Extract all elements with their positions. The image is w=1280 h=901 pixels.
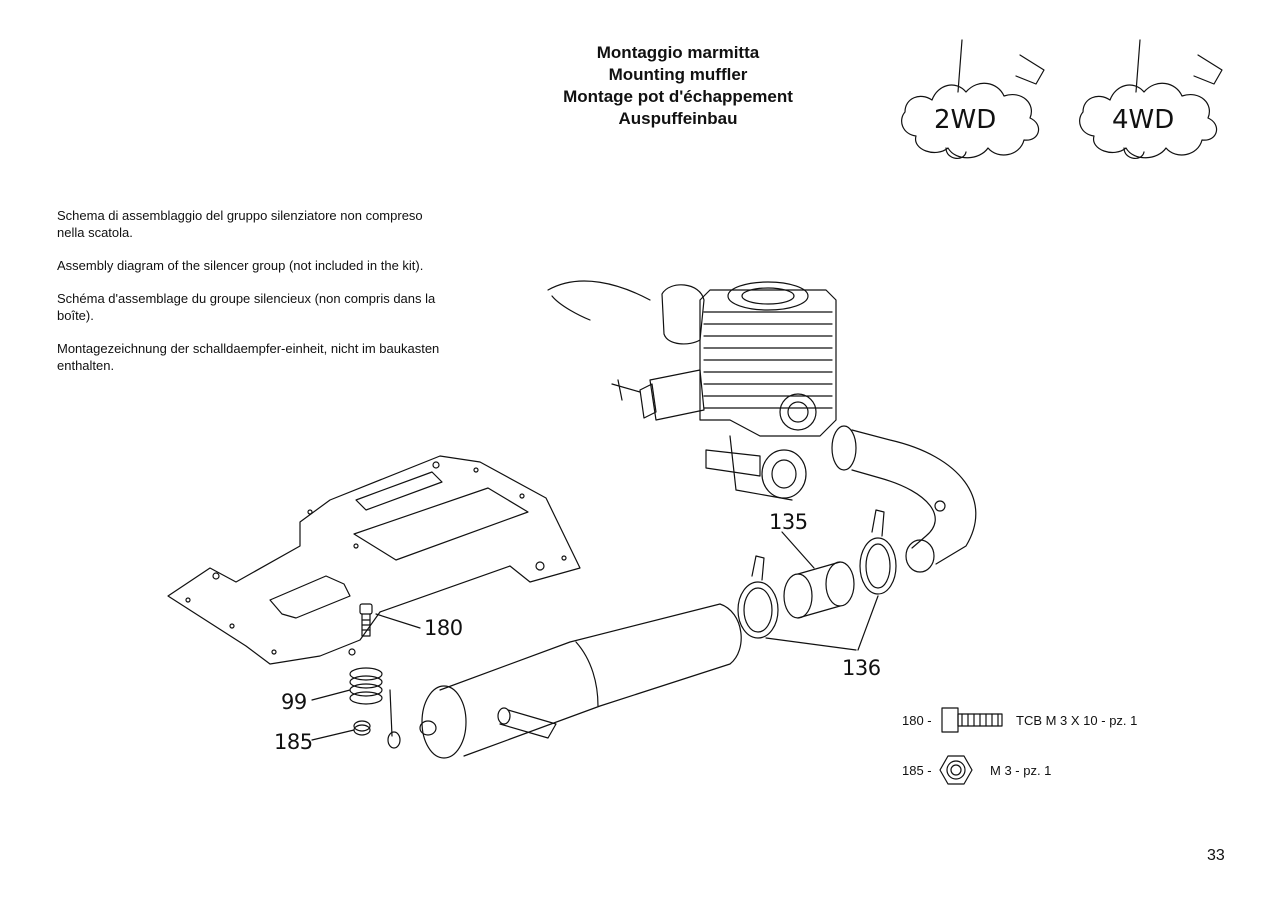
leader-185 bbox=[311, 729, 355, 741]
engine bbox=[547, 280, 837, 501]
wrench-bone-icon bbox=[1079, 39, 1223, 159]
page-title-block: Montaggio marmitta Mounting muffler Mont… bbox=[440, 42, 916, 130]
page-number: 33 bbox=[1207, 847, 1225, 864]
intro-text: Schema di assemblaggio del gruppo silenz… bbox=[57, 207, 447, 390]
intro-german: Montagezeichnung der schalldaempfer-einh… bbox=[57, 341, 440, 373]
part-185-description: M 3 - pz. 1 bbox=[990, 763, 1052, 778]
title-french: Montage pot d'échappement bbox=[563, 87, 793, 106]
clamp-right bbox=[859, 509, 897, 595]
intro-french: Schéma d'assemblage du groupe silencieux… bbox=[57, 291, 436, 323]
nut-185 bbox=[353, 720, 371, 736]
part-185-number: 185 - bbox=[902, 763, 932, 778]
chassis-plate bbox=[167, 455, 581, 665]
badge-2wd-label: 2WD bbox=[934, 105, 996, 135]
callout-135: 135 bbox=[769, 510, 808, 534]
title-italian: Montaggio marmitta bbox=[596, 43, 760, 62]
callout-185: 185 bbox=[274, 730, 313, 754]
hex-nut-icon bbox=[939, 755, 973, 785]
wrench-bone-icon bbox=[901, 39, 1045, 159]
screw-180 bbox=[359, 603, 373, 637]
leader-135 bbox=[781, 531, 815, 569]
cap-screw-icon bbox=[941, 707, 1003, 733]
clamp-left bbox=[737, 555, 779, 639]
callout-136: 136 bbox=[842, 656, 881, 680]
callout-99: 99 bbox=[281, 690, 307, 714]
title-english: Mounting muffler bbox=[608, 65, 748, 84]
intro-italian: Schema di assemblaggio del gruppo silenz… bbox=[57, 208, 423, 240]
coupler-135 bbox=[783, 561, 855, 619]
part-180-description: TCB M 3 X 10 - pz. 1 bbox=[1016, 713, 1138, 728]
badge-4wd: 4WD bbox=[1079, 39, 1223, 159]
leader-136 bbox=[765, 595, 879, 651]
leader-180 bbox=[375, 613, 421, 629]
spring-99 bbox=[349, 667, 401, 749]
intro-english: Assembly diagram of the silencer group (… bbox=[57, 258, 424, 273]
part-180-number: 180 - bbox=[902, 713, 932, 728]
callout-180: 180 bbox=[424, 616, 463, 640]
title-german: Auspuffeinbau bbox=[618, 109, 738, 128]
leader-99 bbox=[311, 689, 351, 701]
badge-4wd-label: 4WD bbox=[1112, 105, 1174, 135]
muffler bbox=[419, 603, 742, 759]
exhaust-manifold bbox=[831, 425, 977, 573]
badge-2wd: 2WD bbox=[901, 39, 1045, 159]
